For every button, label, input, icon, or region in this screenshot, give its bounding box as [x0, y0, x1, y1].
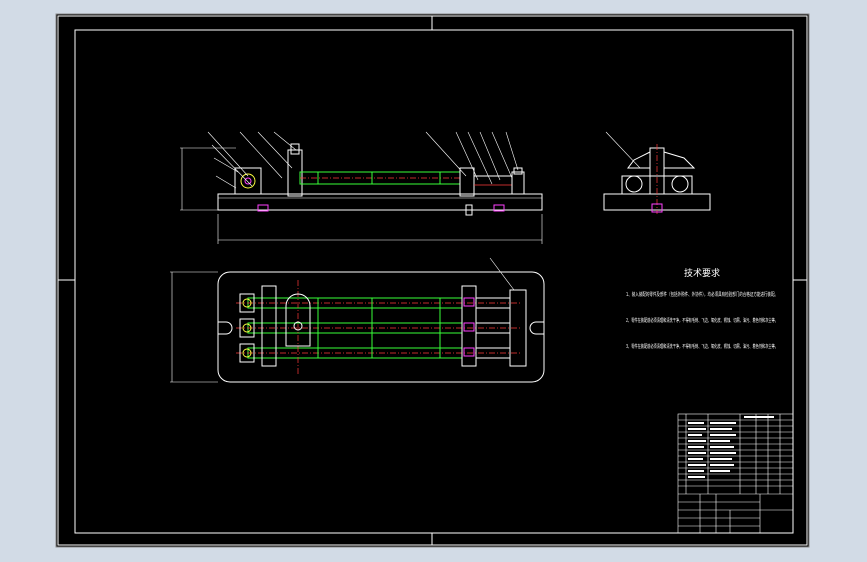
- tech-req-item-3: 3、零件在装配前必须清理和清洗干净，不得有毛刺、飞边、氧化皮、锈蚀、切屑、油污、…: [626, 342, 778, 350]
- tech-req-item-1: 1、装入装配的零件及部件（包括外购件、外协件），均必须具有检验部门的合格证方能进…: [626, 290, 778, 298]
- top-base-plate: [217, 271, 545, 383]
- tech-req-item-2: 2、零件在装配前必须清理和清洗干净，不得有毛刺、飞边、氧化皮、锈蚀、切屑、油污、…: [626, 316, 778, 324]
- front-view: [180, 131, 543, 244]
- parts-list-text-marks: [688, 416, 774, 478]
- sheet-inner-border: [74, 29, 794, 534]
- top-view: [170, 257, 545, 383]
- front-base-plate: [217, 193, 543, 211]
- technical-requirements: 技术要求 1、装入装配的零件及部件（包括外购件、外协件），均必须具有检验部门的合…: [626, 267, 778, 350]
- front-left-support: [287, 149, 303, 197]
- tech-req-title: 技术要求: [684, 267, 720, 279]
- title-block: [677, 413, 794, 534]
- sheet-background: [55, 13, 810, 548]
- side-view: [603, 131, 711, 214]
- centering-marks: [58, 16, 807, 545]
- front-left-block: [234, 167, 262, 195]
